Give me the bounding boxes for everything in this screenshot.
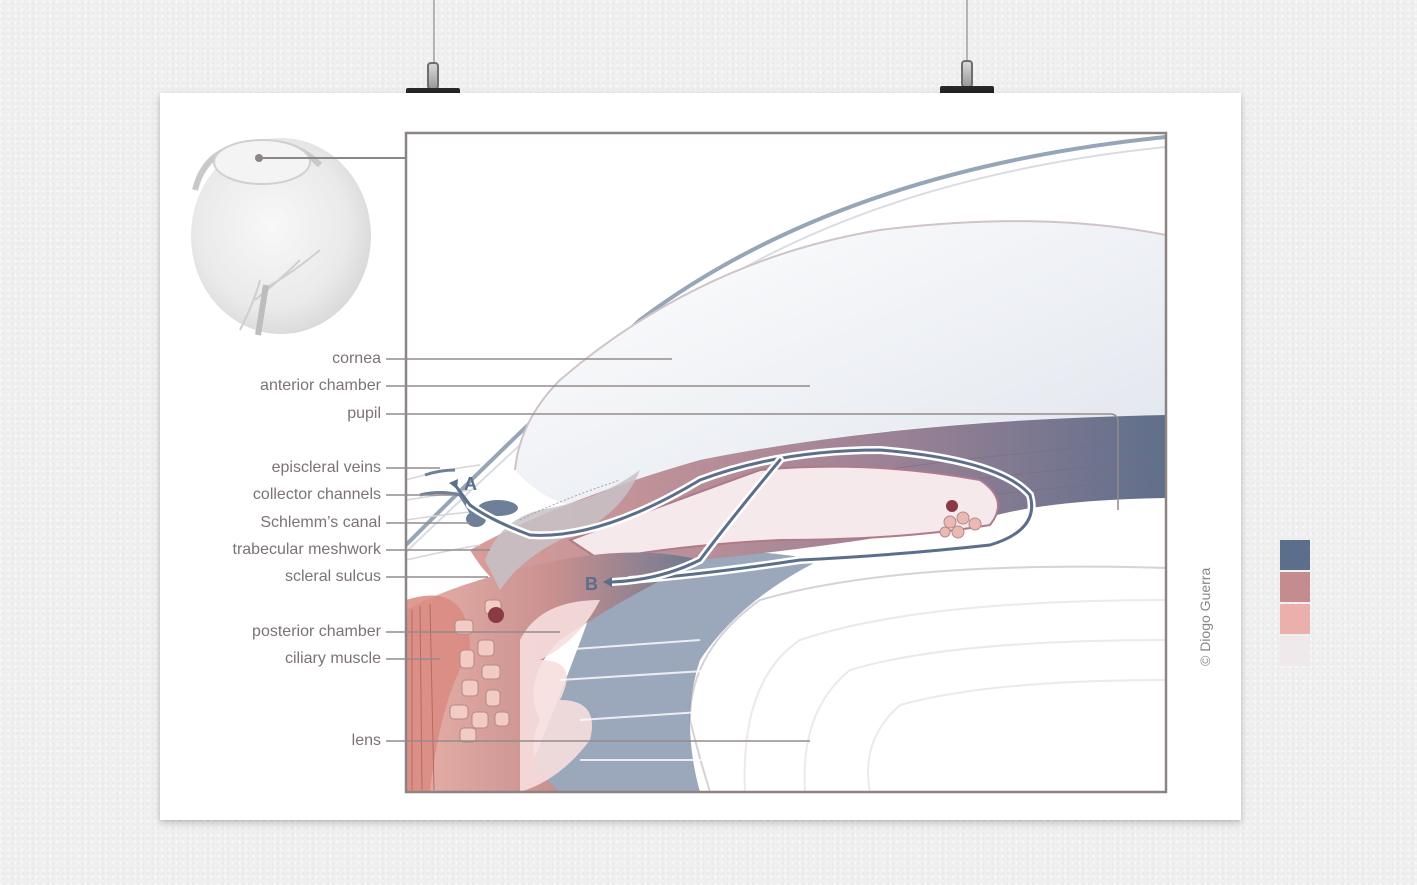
hanging-string-left — [433, 0, 435, 70]
label-schlemms-canal: Schlemm’s canal — [260, 514, 381, 531]
palette-swatch-3 — [1280, 604, 1310, 634]
label-episcleral-veins: episcleral veins — [271, 459, 381, 476]
author-credit: © Diogo Guerra — [1197, 567, 1213, 666]
label-posterior-chamber: posterior chamber — [252, 623, 381, 640]
flow-marker-a: A — [464, 474, 477, 494]
eye-locator-icon — [191, 138, 406, 336]
label-ciliary-muscle: ciliary muscle — [284, 650, 381, 667]
label-collector-channels: collector channels — [252, 486, 381, 503]
palette-swatch-4 — [1280, 636, 1310, 666]
palette-swatch-1 — [1280, 540, 1310, 570]
label-scleral-sulcus: scleral sulcus — [284, 568, 381, 585]
label-pupil: pupil — [347, 405, 381, 422]
palette-swatch-2 — [1280, 572, 1310, 602]
label-anterior-chamber: anterior chamber — [260, 377, 381, 394]
flow-marker-b: B — [585, 574, 598, 594]
label-lens: lens — [351, 732, 381, 749]
label-cornea: cornea — [332, 350, 381, 367]
label-trabecular-meshwork: trabecular meshwork — [232, 541, 382, 558]
hanging-string-right — [966, 0, 968, 70]
diagram-frame — [404, 131, 1168, 794]
leader-lines — [386, 358, 1119, 742]
cross-section — [406, 133, 1166, 792]
